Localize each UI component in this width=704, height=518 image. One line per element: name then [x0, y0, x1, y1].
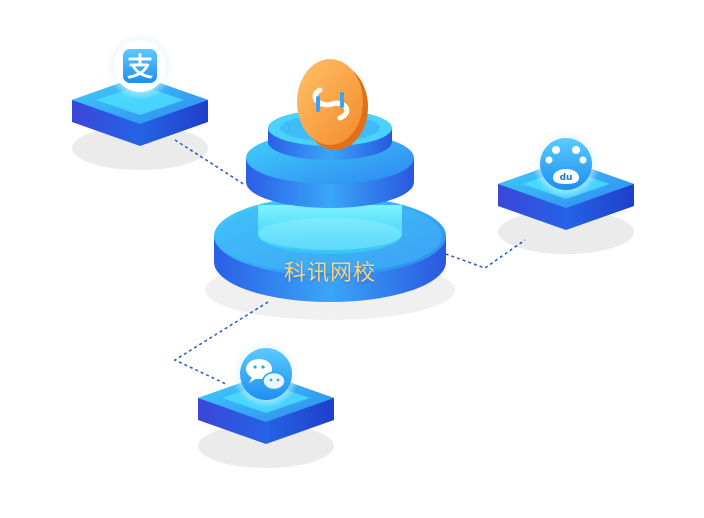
- alipay-glyph: 支: [127, 53, 153, 83]
- hub-platform: [205, 110, 455, 320]
- baidu-glyph: du: [560, 173, 573, 183]
- baidu-node: du: [498, 130, 634, 254]
- alipay-icon: [123, 49, 157, 83]
- connector-lines: [173, 139, 526, 386]
- alipay-node: 支: [72, 32, 208, 170]
- kexun-s-logo-icon: [297, 59, 368, 150]
- connector-wechat: [173, 301, 269, 386]
- hub-label: 科讯网校: [283, 261, 376, 286]
- wechat-node: [198, 340, 334, 468]
- connector-baidu: [439, 239, 526, 269]
- connector-alipay: [174, 139, 246, 186]
